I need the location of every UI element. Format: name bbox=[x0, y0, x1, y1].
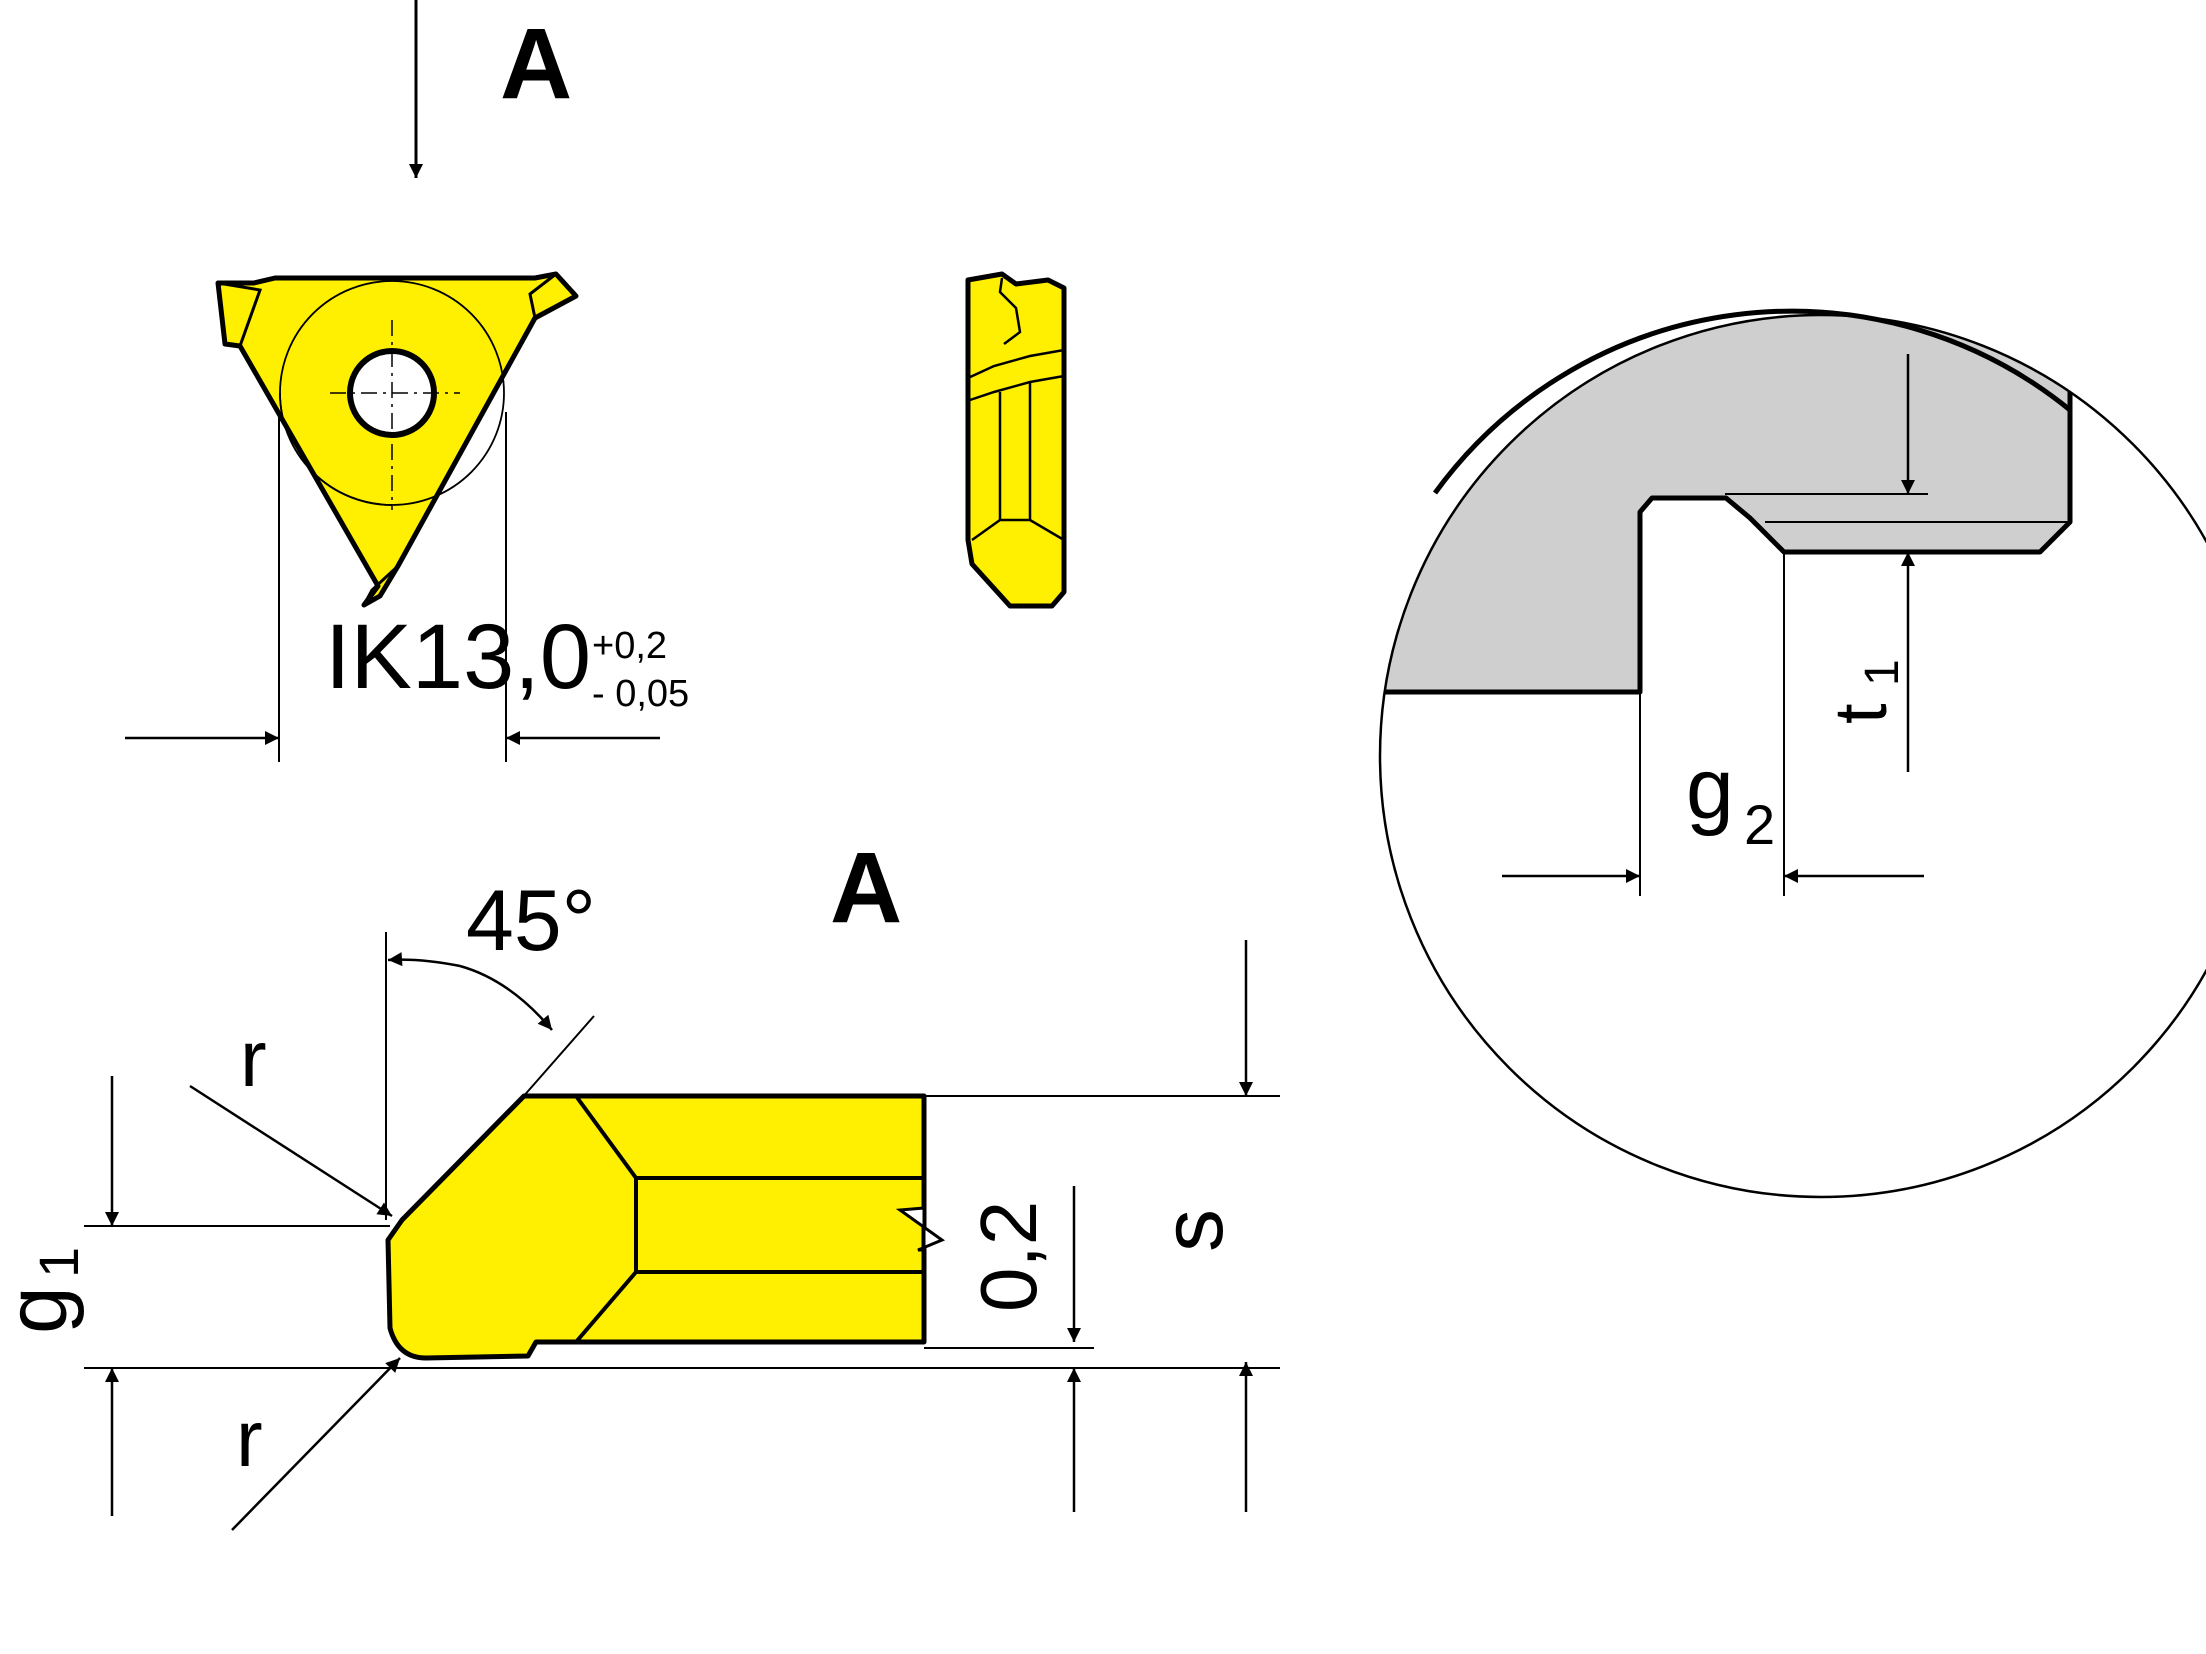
radius-bottom bbox=[231, 1357, 401, 1531]
view-marker-bottom-label: A bbox=[830, 832, 902, 944]
insert-outline bbox=[215, 271, 579, 608]
insert-side-view bbox=[965, 271, 1067, 609]
ik-tolerance-upper: +0,2 bbox=[592, 625, 667, 667]
g1-label: g bbox=[0, 1286, 85, 1334]
dim-02 bbox=[924, 1186, 1094, 1512]
ik-tolerance-lower: - 0,05 bbox=[592, 673, 689, 715]
holder-shape bbox=[1380, 315, 2206, 695]
radius-top-label: r bbox=[240, 1014, 267, 1103]
g1-subscript: 1 bbox=[27, 1247, 90, 1278]
t1-label: t bbox=[1819, 703, 1902, 724]
ik-label: IK13,0 bbox=[325, 606, 591, 708]
g2-subscript: 2 bbox=[1744, 793, 1775, 856]
radius-top bbox=[189, 1084, 393, 1218]
triangular-insert bbox=[215, 271, 579, 762]
dim-s-label: s bbox=[1145, 1209, 1241, 1252]
t1-dimension bbox=[1850, 354, 1920, 772]
g2-label: g bbox=[1686, 741, 1734, 837]
angle-label: 45° bbox=[466, 873, 596, 969]
dim-02-label: 0,2 bbox=[964, 1201, 1053, 1312]
radius-bottom-label: r bbox=[236, 1394, 263, 1483]
insert-front-view bbox=[385, 1093, 946, 1361]
dim-s bbox=[924, 940, 1280, 1512]
angle-dimension bbox=[385, 932, 595, 1220]
detail-circle bbox=[1378, 308, 2206, 1199]
t1-subscript: 1 bbox=[1856, 659, 1909, 686]
view-marker-top-label: A bbox=[500, 8, 572, 120]
